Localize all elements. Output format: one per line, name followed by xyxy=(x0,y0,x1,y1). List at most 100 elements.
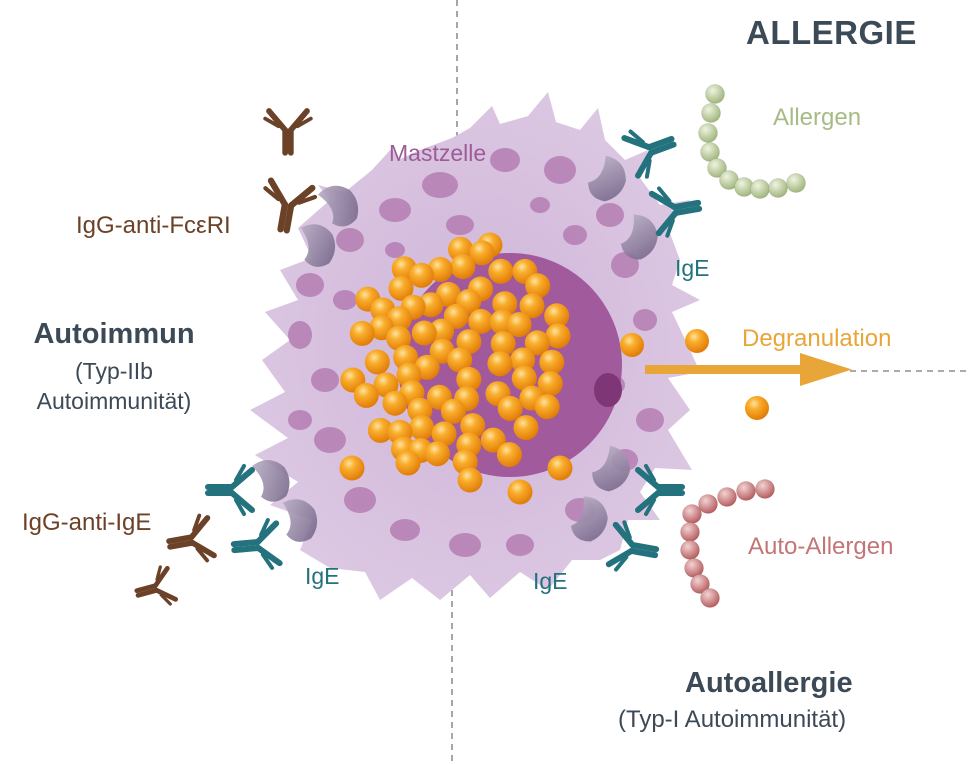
title-allergie: ALLERGIE xyxy=(746,14,917,51)
allergen-bead xyxy=(768,178,788,198)
granule xyxy=(506,312,532,338)
granule xyxy=(349,320,375,346)
released-granules xyxy=(620,329,769,420)
granule xyxy=(492,291,518,317)
granule xyxy=(409,415,435,441)
receptor xyxy=(570,496,608,542)
granule xyxy=(388,275,414,301)
granule xyxy=(511,365,537,391)
granule xyxy=(367,417,393,443)
receptor xyxy=(592,445,630,492)
granule xyxy=(409,262,434,288)
allergen-bead xyxy=(750,179,770,199)
granule xyxy=(488,258,514,284)
label-autoimmun-subtitle: (Typ-IIb Autoimmunität) xyxy=(0,357,228,417)
allergen-bead xyxy=(698,123,718,143)
receptor xyxy=(300,224,336,267)
granule xyxy=(460,413,486,439)
granule xyxy=(425,441,450,467)
granule xyxy=(513,415,539,441)
granule xyxy=(490,331,516,357)
label-autoimmun-sub-line2: Autoimmunität) xyxy=(36,387,192,414)
granule xyxy=(440,398,466,424)
granule xyxy=(487,351,513,377)
label-ige-top: IgE xyxy=(675,255,710,281)
allergen-bead xyxy=(717,487,737,507)
granule xyxy=(469,240,495,266)
label-autoallergie: Autoallergie xyxy=(685,667,853,699)
granule xyxy=(545,323,571,349)
granule xyxy=(547,455,573,481)
allergen-bead xyxy=(680,540,700,560)
granule xyxy=(395,450,421,476)
igg-antibody xyxy=(263,177,318,234)
granule xyxy=(510,347,536,373)
receptor xyxy=(282,499,318,542)
label-mastzelle: Mastzelle xyxy=(389,140,487,166)
label-allergen: Allergen xyxy=(773,104,862,131)
allergen-bead xyxy=(690,574,710,594)
allergen-bead xyxy=(700,142,720,162)
cytoplasmic-granules xyxy=(288,148,664,557)
granule xyxy=(364,349,390,375)
ige-antibody xyxy=(648,186,703,238)
receptor xyxy=(252,460,290,502)
receptor xyxy=(588,155,626,202)
histamine-granules xyxy=(339,232,573,505)
ige-antibody xyxy=(621,129,677,179)
receptor xyxy=(620,214,658,260)
ige-antibody xyxy=(635,464,685,516)
granule xyxy=(456,366,482,392)
ige-antibody xyxy=(230,518,283,570)
label-ige-bottom-left: IgE xyxy=(305,563,340,589)
granule xyxy=(431,421,457,447)
allergen-bead xyxy=(736,481,756,501)
ige-antibodies xyxy=(205,129,703,572)
label-autoimmun: Autoimmun xyxy=(33,318,195,350)
degranulation-arrow xyxy=(645,353,852,386)
label-igg-anti-fceri: IgG-anti-FcεRI xyxy=(76,212,231,239)
granule xyxy=(468,308,494,334)
granule xyxy=(525,273,551,299)
granule xyxy=(534,394,560,420)
allergen-bead xyxy=(705,84,725,104)
label-autoallergie-subtitle: (Typ-I Autoimmunität) xyxy=(618,706,847,733)
granule xyxy=(497,395,523,421)
granule xyxy=(507,479,533,505)
granule xyxy=(524,330,550,356)
granule xyxy=(353,382,379,408)
label-ige-bottom-right: IgE xyxy=(533,568,568,594)
granule xyxy=(537,371,563,397)
nucleus-inner-granule xyxy=(594,373,622,407)
allergen-bead xyxy=(680,522,700,542)
granule xyxy=(386,325,412,351)
allergen-bead xyxy=(786,173,806,193)
label-autoimmun-sub-line1: (Typ-IIb xyxy=(75,358,153,384)
allergen-chain xyxy=(698,84,806,199)
granule xyxy=(457,467,483,493)
igg-antibody xyxy=(166,513,217,563)
granule xyxy=(519,293,545,319)
auto-allergen-chain xyxy=(680,479,775,608)
allergen-bead xyxy=(701,103,721,123)
granule xyxy=(382,390,408,416)
allergen-bead xyxy=(700,588,720,608)
label-auto-allergen: Auto-Allergen xyxy=(748,533,894,560)
ige-antibody xyxy=(605,520,660,572)
granule xyxy=(450,254,476,280)
quadrant-divider-lines xyxy=(451,0,971,765)
ige-antibody xyxy=(205,464,255,516)
label-igg-anti-ige: IgG-anti-IgE xyxy=(22,509,152,536)
allergen-bead xyxy=(755,479,775,499)
label-degranulation: Degranulation xyxy=(742,325,892,352)
allergen-bead xyxy=(698,494,718,514)
granule xyxy=(544,303,570,329)
allergen-bead xyxy=(682,504,702,524)
receptor xyxy=(317,185,359,227)
igg-antibody xyxy=(263,108,313,156)
granule xyxy=(411,320,437,346)
granule xyxy=(496,442,522,468)
granule xyxy=(339,455,365,481)
granule xyxy=(447,347,473,373)
